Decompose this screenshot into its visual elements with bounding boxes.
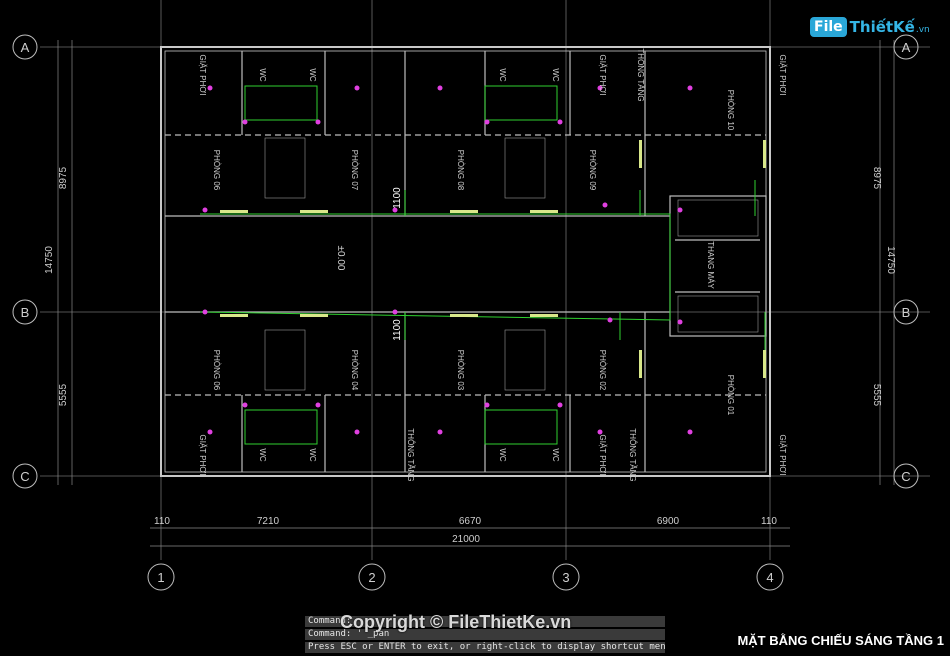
room-label: PHÒNG 08 <box>456 150 465 191</box>
duct-label: THÔNG TẦNG <box>406 428 416 481</box>
grid-label-row-right: C <box>901 469 910 484</box>
dim-text: 110 <box>761 516 777 527</box>
command-line-panel[interactable]: Command: Command: ' _pan Press ESC or EN… <box>305 616 665 655</box>
room-label: PHÒNG 06 <box>212 150 221 191</box>
command-prompt-line[interactable]: Press ESC or ENTER to exit, or right-cli… <box>305 642 665 653</box>
lighting-wiring <box>199 85 766 445</box>
grid-label-row-left: B <box>21 305 30 320</box>
grid-label-row-left: C <box>20 469 29 484</box>
laundry-label: GIẶT PHƠI <box>198 435 207 476</box>
grid-label-row-right: B <box>902 305 911 320</box>
wc-label: WC <box>551 448 560 462</box>
dim-side: 8975 <box>871 167 882 190</box>
grid-label-col: 4 <box>766 570 773 585</box>
corridor-dim: 1100 <box>392 187 403 209</box>
duct-label: THÔNG TẦNG <box>628 428 638 481</box>
room-label: PHÒNG 04 <box>350 350 359 391</box>
building-outline <box>160 46 771 477</box>
dim-side: 14750 <box>44 246 55 274</box>
laundry-label: GIẶT PHƠI <box>598 55 607 96</box>
grid-label-col: 3 <box>562 570 569 585</box>
laundry-label: GIẶT PHƠI <box>598 435 607 476</box>
dim-side: 5555 <box>58 383 69 406</box>
dim-side: 8975 <box>58 166 69 189</box>
command-history-line: Command: ' _pan <box>305 629 665 640</box>
room-label: PHÒNG 01 <box>726 375 735 416</box>
laundry-label: GIẶT PHƠI <box>778 435 787 476</box>
logo-tld-text: .vn <box>915 25 930 35</box>
grid-label-row-right: A <box>902 40 911 55</box>
copyright-watermark: Copyright © FileThietKe.vn <box>340 612 572 632</box>
room-label: PHÒNG 06 <box>212 350 221 391</box>
dimension-texts: 110 7210 6670 6900 110 21000 8975 14750 … <box>44 166 896 545</box>
room-label: PHÒNG 09 <box>588 150 597 191</box>
logo-rest-text: ThiếtKế <box>849 18 915 36</box>
wc-label: WC <box>258 448 267 462</box>
drawing-title: MẶT BẰNG CHIẾU SÁNG TẦNG 1 <box>737 633 944 648</box>
room-label: PHÒNG 07 <box>350 150 359 191</box>
grid-labels: A B C A B C 1 2 3 4 <box>20 40 910 585</box>
room-labels: PHÒNG 06 PHÒNG 07 PHÒNG 08 PHÒNG 09 PHÒN… <box>198 48 787 481</box>
dim-text: 110 <box>154 516 170 527</box>
duct-label: THÔNG TẦNG <box>636 48 646 101</box>
wc-label: WC <box>498 448 507 462</box>
dim-side: 5555 <box>871 384 882 407</box>
dim-text: 6670 <box>459 516 482 527</box>
grid-label-col: 1 <box>157 570 164 585</box>
room-label: PHÒNG 10 <box>726 90 735 131</box>
wc-label: WC <box>258 68 267 82</box>
wc-label: WC <box>551 68 560 82</box>
stair-label: THANG MÁY <box>706 241 715 289</box>
grid-label-row-left: A <box>21 40 30 55</box>
light-fixtures <box>220 140 766 378</box>
room-label: PHÒNG 02 <box>598 350 607 391</box>
switch-markers <box>202 85 693 435</box>
dim-text: 6900 <box>657 516 680 527</box>
laundry-label: GIẶT PHƠI <box>198 55 207 96</box>
dim-text: 7210 <box>257 516 280 527</box>
interior-walls <box>165 51 767 472</box>
filethietke-logo: File ThiếtKế .vn <box>810 12 930 42</box>
dim-side: 14750 <box>885 246 896 274</box>
wc-label: WC <box>498 68 507 82</box>
dimension-lines <box>57 40 895 547</box>
grid-label-col: 2 <box>368 570 375 585</box>
command-history-line: Command: <box>305 616 665 627</box>
grid-bubbles <box>12 34 919 591</box>
room-label: PHÒNG 03 <box>456 350 465 391</box>
laundry-label: GIẶT PHƠI <box>778 55 787 96</box>
dim-total: 21000 <box>452 534 480 545</box>
stairs <box>264 137 759 391</box>
level-mark: ±0.00 <box>335 246 346 271</box>
logo-file-text: File <box>810 17 847 37</box>
corridor-dim: 1100 <box>392 319 403 341</box>
wc-label: WC <box>308 68 317 82</box>
wc-label: WC <box>308 448 317 462</box>
